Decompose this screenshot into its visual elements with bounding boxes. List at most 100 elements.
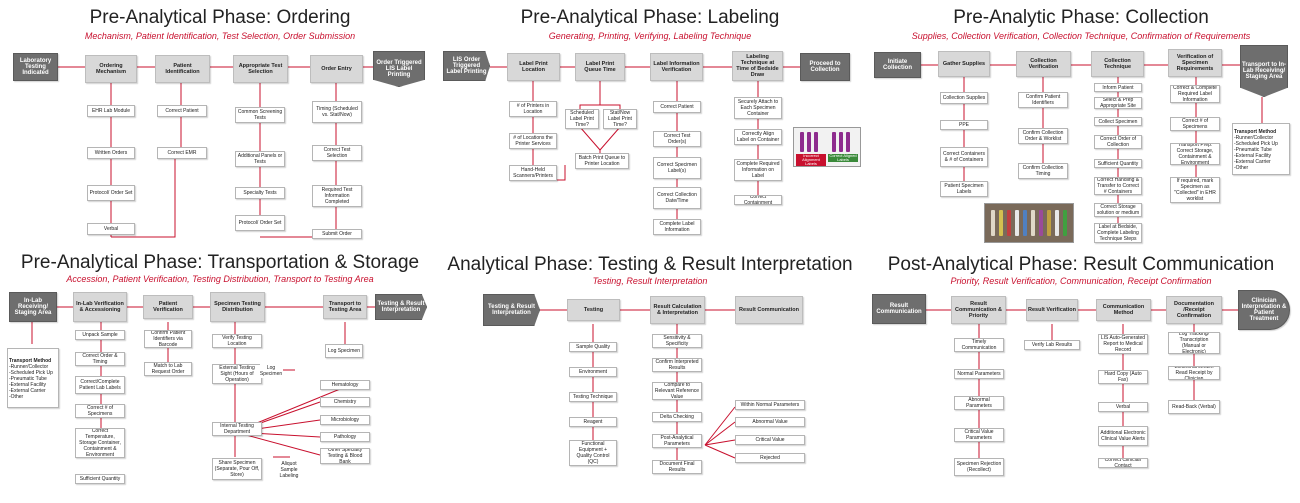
- panel-title: Pre-Analytic Phase: Collection: [953, 7, 1209, 28]
- tube: [1023, 210, 1027, 236]
- list-item: Confirm Collection Timing: [1018, 163, 1068, 179]
- list-item: Internal Testing Department: [212, 422, 262, 436]
- panel-title: Post-Analytical Phase: Result Communicat…: [887, 254, 1275, 275]
- list-item: EHR Lab Module: [87, 105, 135, 117]
- list-item: Log Tracking/ Transcription (Manual or E…: [1168, 332, 1220, 354]
- list-item: Collect Specimen: [1094, 117, 1142, 126]
- list-item: Specialty Tests: [235, 187, 285, 199]
- list-item: Correct # of Specimens: [1170, 117, 1220, 131]
- panel-title: Pre-Analytical Phase: Labeling: [520, 7, 780, 28]
- list-item: Correct Order & Timing: [75, 352, 125, 366]
- panel-analytical: Analytical Phase: Testing & Result Inter…: [435, 252, 865, 497]
- list-item: Sufficient Quantity: [75, 474, 125, 484]
- header-specimen-requirements: Verification of Specimen Requirements: [1168, 49, 1222, 77]
- list-item: Additional Panels or Tests: [235, 151, 285, 167]
- list-item: Correct Containers & # of Containers: [940, 147, 988, 167]
- list-item: Sufficient Quantity: [1094, 159, 1142, 168]
- header-documentation: Documentation /Receipt Confirmation: [1166, 296, 1222, 324]
- transport-item: -Other: [9, 394, 24, 400]
- list-item: Chemistry: [320, 397, 370, 407]
- transport-item: -External Carrier: [9, 388, 46, 394]
- list-item: Confirm Collection Order & Worklist: [1018, 128, 1068, 144]
- list-item: Inform Patient: [1094, 83, 1142, 92]
- list-item: Environment: [569, 367, 617, 377]
- tube: [807, 132, 811, 152]
- log-specimen-box: Log Specimen: [260, 364, 282, 378]
- list-item: PPE: [940, 120, 988, 130]
- panel-subtitle: Priority, Result Verification, Communica…: [950, 276, 1212, 286]
- transport-item: -Scheduled Pick Up: [9, 370, 53, 376]
- list-item: Correct Patient: [157, 105, 207, 117]
- start-node: LIS Order Triggered Label Printing: [443, 51, 490, 81]
- list-item: Correct Patient: [653, 101, 701, 113]
- panel-title: Pre-Analytical Phase: Transportation & S…: [20, 252, 420, 273]
- start-node: In-Lab Receiving/ Staging Area: [9, 292, 57, 322]
- header-result-priority: Result Communication & Priority: [951, 296, 1006, 324]
- header-testing: Testing: [567, 299, 620, 321]
- list-item: Hematology: [320, 380, 370, 390]
- list-item: Testing Technique: [569, 392, 617, 402]
- list-item: Sample Quality: [569, 342, 617, 352]
- aliquot-label: Aliquot Sample Labeling: [273, 460, 305, 480]
- list-item: Correct Clinician Contact: [1098, 458, 1148, 468]
- tube: [832, 132, 836, 152]
- header-label-verification: Label Information Verification: [650, 53, 703, 81]
- panel-ordering: Pre-Analytical Phase: Ordering Mechanism…: [5, 5, 435, 250]
- transport-item: -Pneumatic Tube: [9, 376, 47, 382]
- header-collection-verification: Collection Verification: [1016, 51, 1071, 77]
- transport-item: -Runner/Collector: [9, 364, 49, 370]
- list-item: Delta Checking: [652, 412, 702, 422]
- list-item: Correct/Complete Patient Lab Labels: [75, 376, 125, 394]
- list-item: If required, mark Specimen as "Collected…: [1170, 177, 1220, 203]
- tube: [1015, 210, 1019, 236]
- header-collection-technique: Collection Technique: [1091, 51, 1144, 77]
- correct-label-caption: Correct Aligned Labels: [828, 153, 858, 162]
- header-patient-identification: Patient Identification: [155, 55, 210, 83]
- panel-transport: Pre-Analytical Phase: Transportation & S…: [5, 252, 435, 497]
- list-item: Stat/Now Label Print Time?: [603, 109, 637, 129]
- transport-item: -External Carrier: [1234, 159, 1271, 165]
- header-testing-distribution: Specimen Testing Distribution: [210, 292, 265, 322]
- list-item: # of Printers in Location: [509, 101, 557, 117]
- list-item: Abnormal Value: [735, 417, 805, 427]
- list-item: Additional Electronic Clinical Value Ale…: [1098, 426, 1148, 446]
- list-item: Complete Required Information on Label: [734, 159, 782, 181]
- header-label-print-location: Label Print Location: [507, 53, 560, 81]
- panel-title: Pre-Analytical Phase: Ordering: [89, 7, 351, 28]
- list-item: Patient Specimen Labels: [940, 181, 988, 197]
- list-item: Hand-Held Scanners/Printers: [509, 165, 557, 181]
- transport-method-box: Transport Method -Runner/Collector -Sche…: [7, 348, 59, 408]
- tube: [846, 132, 850, 152]
- list-item: Read-Back (Verbal): [1168, 400, 1220, 414]
- list-item: Confirm Patient Identifiers: [1018, 92, 1068, 108]
- tube: [1039, 210, 1043, 236]
- transport-item: -Other: [1234, 165, 1249, 171]
- list-item: Correct Collection Date/Time: [653, 187, 701, 209]
- list-item: Abnormal Parameters: [954, 396, 1004, 410]
- header-transport-testing-area: Transport to Testing Area: [323, 295, 367, 319]
- start-node: Initiate Collection: [874, 52, 921, 78]
- list-item: Common Screening Tests: [235, 107, 285, 123]
- tube: [991, 210, 995, 236]
- list-item: Verbal: [87, 223, 135, 235]
- list-item: Critical Value Parameters: [954, 428, 1004, 442]
- list-item: Correct EMR: [157, 147, 207, 159]
- list-item: Correct Storage solution or medium: [1094, 203, 1142, 217]
- list-item: Post-Analytical Parameters: [652, 434, 702, 448]
- end-node: Testing & Result Interpretation: [375, 294, 427, 320]
- list-item: Select & Prep Appropriate Site: [1094, 97, 1142, 109]
- transport-title: Transport Method: [1234, 129, 1277, 135]
- list-item: Electronic/Written Read Receipt by Clini…: [1168, 366, 1220, 380]
- header-result-communication: Result Communication: [735, 296, 803, 324]
- list-item: Correct Containment: [734, 195, 782, 205]
- labeled-tubes-photo: Incorrect Alignment Labels Correct Align…: [793, 127, 861, 167]
- header-result-verification: Result Verification: [1026, 299, 1078, 321]
- list-item: Other Specialty Testing & Blood Bank: [320, 448, 370, 464]
- panel-post-analytical: Post-Analytical Phase: Result Communicat…: [866, 252, 1296, 497]
- list-item: Unpack Sample: [75, 330, 125, 340]
- tube: [1063, 210, 1067, 236]
- list-item: Functional Equipment + Quality Control (…: [569, 440, 617, 466]
- end-node: Clinician Interpretation & Patient Treat…: [1238, 290, 1290, 330]
- start-node: Testing & Result Interpretation: [483, 294, 540, 326]
- list-item: Correctly Align Label on Container: [734, 129, 782, 145]
